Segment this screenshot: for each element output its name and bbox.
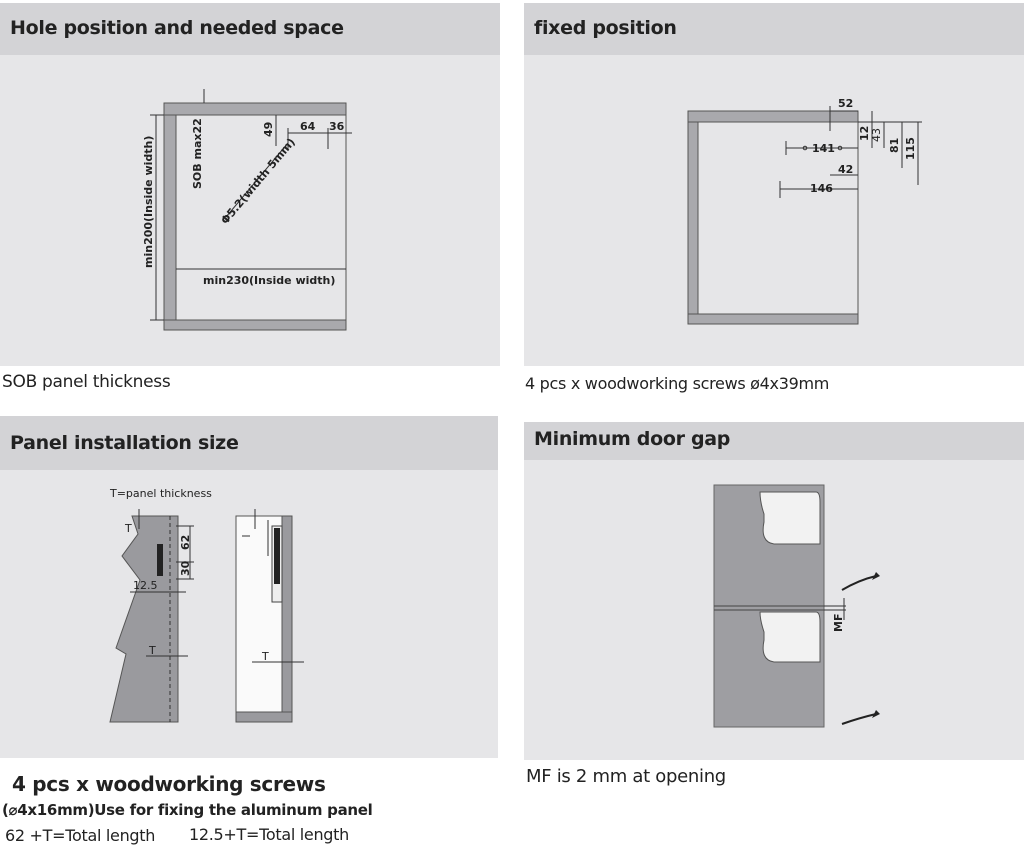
- opening-arrow-top: [841, 575, 877, 591]
- dim-36: 36: [329, 120, 345, 133]
- t-label-right: T: [261, 650, 269, 663]
- install-caption-right: 12.5+T=Total length: [189, 825, 349, 844]
- hole-label: Φ5.2(width 5mm): [218, 136, 298, 227]
- panel-installation-panel: Panel installation size T=panel thicknes…: [0, 416, 498, 758]
- top-board: [687, 110, 859, 123]
- height-label: min200(Inside width): [142, 136, 155, 268]
- panel-header: fixed position: [524, 3, 1024, 55]
- dim-141: 141: [812, 142, 835, 155]
- install-caption-left: 62 +T=Total length: [5, 826, 156, 845]
- drawer-handle-top: [759, 491, 821, 545]
- dim-43: 43: [870, 128, 883, 142]
- panel-profile: [109, 515, 179, 723]
- runner-bracket-right: [274, 528, 280, 584]
- hole-position-panel: Hole position and needed space min200(In…: [0, 3, 500, 366]
- panel-title: Panel installation size: [10, 432, 239, 454]
- bottom-board: [163, 319, 347, 331]
- dim-49: 49: [262, 122, 275, 137]
- dim-42: 42: [838, 163, 853, 176]
- dim-81: 81: [888, 138, 901, 153]
- panel-header: Panel installation size: [0, 416, 498, 470]
- dim-146: 146: [810, 182, 833, 195]
- mf-label: MF: [832, 614, 845, 632]
- install-caption-sub: (⌀4x16mm)Use for fixing the aluminum pan…: [2, 801, 373, 819]
- dim-64: 64: [300, 120, 316, 133]
- side-board: [687, 121, 699, 315]
- dim-52: 52: [838, 97, 853, 110]
- drawer-handle-bottom: [759, 611, 821, 663]
- door-gap-diagram: MF: [713, 484, 880, 728]
- top-board: [163, 102, 347, 116]
- panel-header: Minimum door gap: [524, 422, 1024, 460]
- dim-12-5: 12.5: [133, 579, 158, 592]
- dim-62: 62: [179, 535, 192, 550]
- hole-caption: SOB panel thickness: [2, 372, 171, 392]
- installation-diagram: T=panel thickness T 62 30 12.5 T T: [109, 487, 304, 723]
- fixed-position-diagram: 52 141 42 146 12 43 81 115: [687, 97, 922, 325]
- sob-label: SOB max22: [191, 118, 204, 189]
- fixed-position-panel: fixed position 52 141 42 146 12 43 81 11…: [524, 3, 1024, 366]
- runner-bracket: [157, 544, 163, 576]
- t-label-top: T: [124, 522, 132, 535]
- panel-title: fixed position: [534, 17, 677, 39]
- opening-arrow-bottom: [841, 713, 877, 725]
- panel-header: Hole position and needed space: [0, 3, 500, 55]
- gap-caption: MF is 2 mm at opening: [526, 766, 726, 787]
- width-label: min230(Inside width): [203, 274, 335, 287]
- panel-title: Hole position and needed space: [10, 17, 344, 39]
- install-caption-main: 4 pcs x woodworking screws: [12, 772, 326, 796]
- side-board: [163, 114, 177, 321]
- dim-12: 12: [858, 126, 871, 141]
- t-label-mid: T: [148, 644, 156, 657]
- bottom-board: [687, 313, 859, 325]
- dim-115: 115: [904, 137, 917, 160]
- panel-thickness-label: T=panel thickness: [109, 487, 212, 500]
- hole-position-diagram: min200(Inside width) min230(Inside width…: [142, 89, 352, 331]
- door-gap-panel: Minimum door gap MF: [524, 422, 1024, 760]
- fixed-caption: 4 pcs x woodworking screws ø4x39mm: [525, 374, 830, 393]
- dim-30: 30: [179, 560, 192, 576]
- panel-title: Minimum door gap: [534, 428, 731, 450]
